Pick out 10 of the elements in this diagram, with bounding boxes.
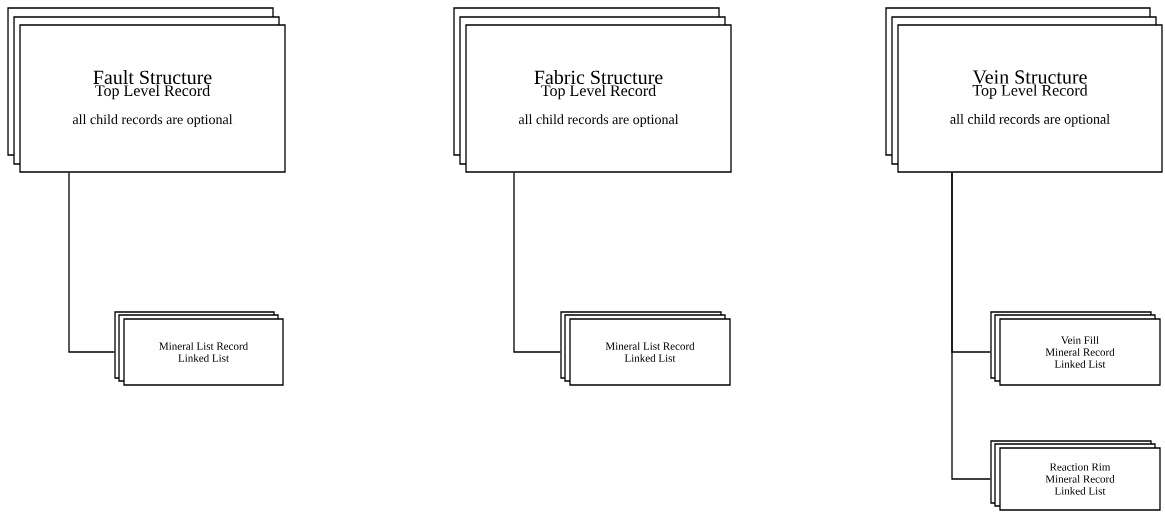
record-stack: Fault Structure Top Level Record all child records are optional <box>7 7 286 173</box>
record-stack: Reaction Rim Mineral Record Linked List <box>990 440 1161 511</box>
connector-line <box>951 172 991 480</box>
record-stack: Fabric Structure Top Level Record all child records are optional <box>453 7 732 173</box>
record-stack: Mineral List Record Linked List <box>114 311 284 386</box>
connector-line <box>68 172 116 353</box>
record-stack: Mineral List Record Linked List <box>560 311 731 386</box>
record-stack: Vein Structure Top Level Record all child records are optional <box>885 7 1163 173</box>
connector-line <box>513 172 561 353</box>
record-stack: Vein Fill Mineral Record Linked List <box>990 311 1161 386</box>
